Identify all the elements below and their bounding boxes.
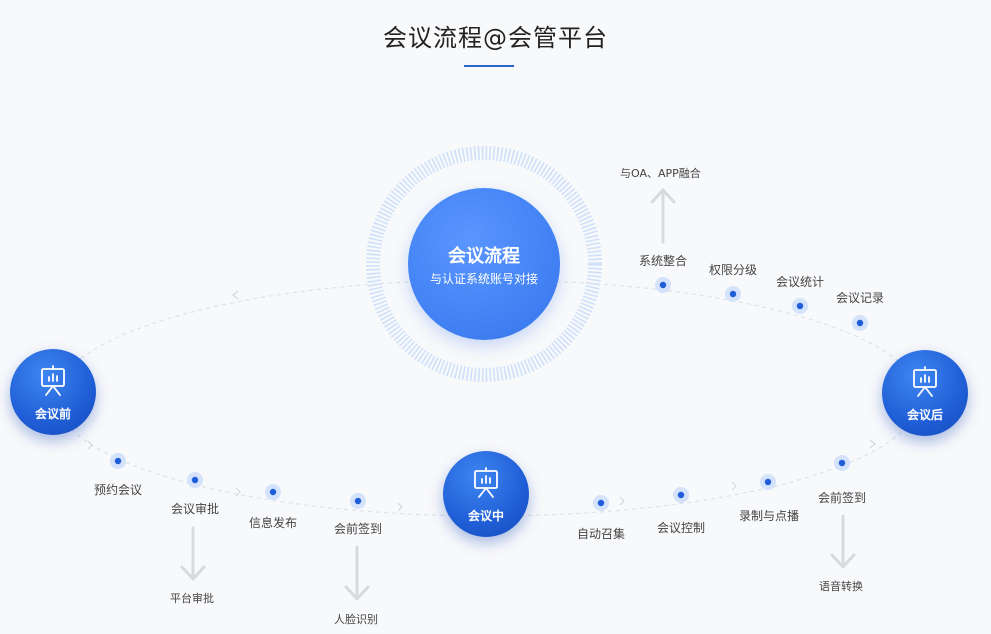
center-subtitle: 与认证系统账号对接 <box>429 272 538 286</box>
stage-before: 会议前 <box>10 349 96 435</box>
orbit-arrow <box>731 481 737 491</box>
presentation-board-icon <box>41 365 65 396</box>
step-label: 会议统计 <box>776 275 825 289</box>
orbit-arrow <box>619 496 625 506</box>
node-during-2 <box>673 487 689 503</box>
arrow-down-speech-icon <box>830 514 856 569</box>
center-title: 会议流程 <box>448 246 520 267</box>
node-after-2 <box>725 286 741 302</box>
orbit-arrow <box>87 440 93 450</box>
orbit-arrow <box>869 439 876 449</box>
arrow-down-approval-icon <box>180 526 206 581</box>
step-label: 录制与点播 <box>739 509 800 523</box>
step-label: 信息发布 <box>249 516 298 530</box>
stage-during-label: 会议中 <box>467 509 504 523</box>
orbit-direction-arrows <box>87 290 876 512</box>
stage-during: 会议中 <box>443 451 529 537</box>
arrow-down-face-icon <box>344 545 370 601</box>
node-before-4 <box>350 493 366 509</box>
orbit-arrow <box>235 487 241 497</box>
step-label: 系统整合 <box>639 254 688 268</box>
title-underline <box>464 65 514 67</box>
arrow-up-integration-icon <box>650 188 676 244</box>
step-label: 会议审批 <box>171 502 220 516</box>
output-label-face: 人脸识别 <box>334 613 378 626</box>
node-during-3 <box>760 474 776 490</box>
step-label: 会前签到 <box>818 491 867 505</box>
step-label: 预约会议 <box>94 483 143 497</box>
node-before-3 <box>265 484 281 500</box>
presentation-board-icon <box>913 366 937 397</box>
node-before-1 <box>110 453 126 469</box>
output-label-speech: 语音转换 <box>819 580 863 593</box>
node-after-4 <box>852 315 868 331</box>
step-label: 会议记录 <box>836 291 885 305</box>
node-before-2 <box>187 472 203 488</box>
stage-after: 会议后 <box>882 350 968 436</box>
center-circle: 会议流程 与认证系统账号对接 <box>408 188 560 340</box>
step-label: 自动召集 <box>577 527 626 541</box>
node-during-4 <box>834 455 850 471</box>
stage-before-label: 会议前 <box>34 407 71 421</box>
center-halo-ring <box>366 146 602 382</box>
node-after-1 <box>655 277 671 293</box>
orbit-arrow <box>232 290 239 300</box>
node-after-3 <box>792 298 808 314</box>
orbit-arrow <box>397 502 403 512</box>
stage-after-label: 会议后 <box>906 408 943 422</box>
output-label-integration: 与OA、APP融合 <box>620 167 701 180</box>
page-title: 会议流程@会管平台 <box>383 24 608 52</box>
step-label: 会前签到 <box>334 522 383 536</box>
step-label: 权限分级 <box>709 263 758 277</box>
step-label: 会议控制 <box>657 521 706 535</box>
presentation-board-icon <box>474 467 498 498</box>
node-during-1 <box>593 495 609 511</box>
output-label-approval: 平台审批 <box>170 592 214 605</box>
step-nodes <box>110 277 868 511</box>
